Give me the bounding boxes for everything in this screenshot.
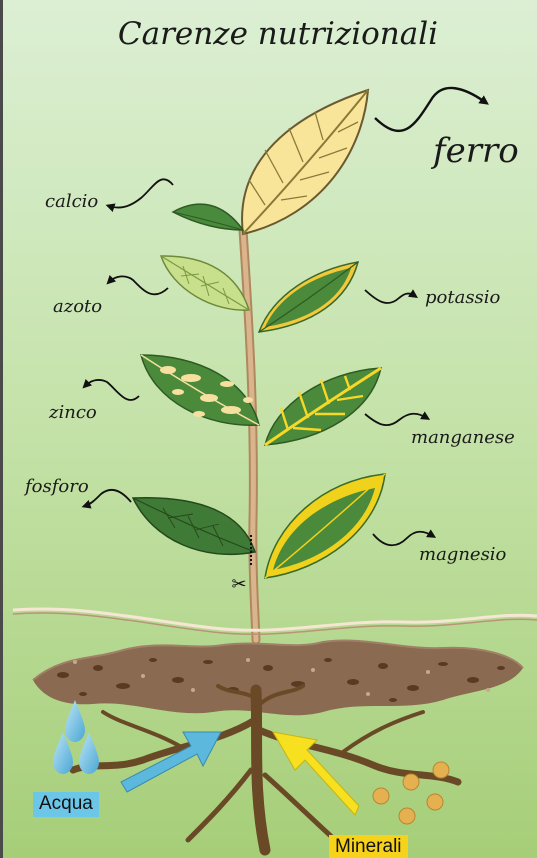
label-azoto: azoto bbox=[53, 296, 102, 317]
page-title: Carenze nutrizionali bbox=[118, 16, 438, 52]
label-ferro: ferro bbox=[430, 131, 519, 171]
label-fosforo: fosforo bbox=[23, 476, 89, 497]
label-manganese: manganese bbox=[411, 427, 515, 448]
label-calcio: calcio bbox=[45, 191, 98, 212]
scissors-icon: ✂ bbox=[231, 574, 246, 595]
label-potassio: potassio bbox=[425, 287, 501, 308]
water-label: Acqua bbox=[33, 792, 99, 817]
plant-illustration: Carenze nutrizionali bbox=[3, 0, 537, 858]
label-magnesio: magnesio bbox=[419, 544, 507, 565]
label-zinco: zinco bbox=[48, 402, 97, 423]
minerals-label: Minerali bbox=[329, 835, 408, 858]
